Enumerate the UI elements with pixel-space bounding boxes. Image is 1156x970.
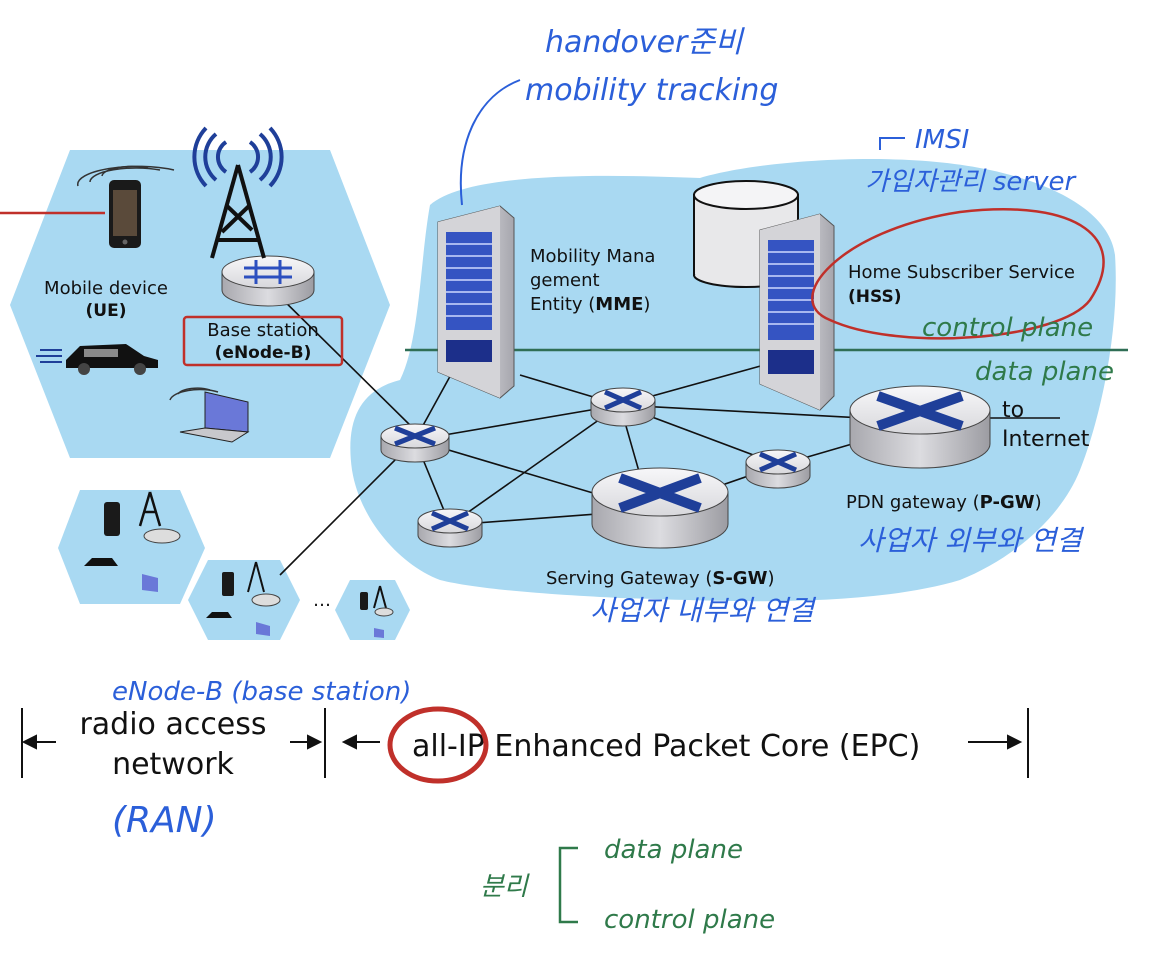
router-enodeb [221, 255, 315, 307]
phone-waves-icon [77, 165, 175, 187]
epc-cloud [350, 158, 1116, 602]
hss-server-icon [759, 213, 835, 411]
small-cell-1-icons [84, 491, 181, 592]
mme-label-3: Entity (MME) [530, 294, 650, 315]
enodeb-highlight-box [182, 315, 344, 367]
router-core-2 [417, 508, 483, 548]
note-split-bracket [558, 846, 578, 924]
note-mme-1: handover준비 [545, 25, 745, 60]
hss-red-circle [811, 208, 1105, 340]
note-imsi: IMSI [915, 125, 969, 155]
pgw-label: PDN gateway (P-GW) [846, 492, 1042, 513]
note-split-data: data plane [604, 835, 743, 865]
mme-server-icon [437, 205, 515, 399]
router-sgw [591, 467, 729, 549]
epc-label: all-IP Enhanced Packet Core (EPC) [412, 729, 920, 764]
enb-abbr: (eNode-B) [215, 343, 312, 363]
note-mme-pointer [459, 79, 521, 206]
ran-cell-small-2 [188, 560, 300, 640]
note-sgw: 사업자 내부와 연결 [590, 594, 817, 627]
hss-abbr: (HSS) [848, 287, 902, 307]
note-pgw: 사업자 외부와 연결 [858, 524, 1085, 557]
all-ip-red-circle [387, 706, 489, 784]
antenna-tower-icon [210, 164, 266, 259]
small-cell-2-icons [206, 561, 281, 636]
note-data-plane: data plane [975, 357, 1114, 387]
ran-label-2: network [112, 747, 234, 782]
enb-label: Base station [207, 320, 319, 341]
note-imsi-bracket [879, 137, 905, 150]
router-core-4 [745, 449, 811, 489]
span-markers [21, 708, 1029, 778]
router-core-1 [380, 423, 450, 463]
ellipsis-label: … [313, 590, 331, 611]
note-ran: (RAN) [112, 800, 217, 841]
ran-cell-small-3 [335, 580, 410, 640]
note-enodeb: eNode-B (base station) [112, 677, 411, 707]
note-hss: 가입자관리 server [865, 167, 1077, 197]
note-mme-2: mobility tracking [525, 73, 778, 108]
car-icon [36, 344, 158, 375]
note-split-control: control plane [604, 905, 775, 935]
phone-icon [109, 180, 141, 248]
internet-label: Internet [1002, 427, 1090, 452]
to-label: to [1002, 398, 1024, 423]
note-control-plane: control plane [922, 313, 1093, 343]
small-cell-3-icons [360, 585, 394, 638]
router-core-3 [590, 387, 656, 427]
mme-label-2: gement [530, 270, 600, 291]
router-pgw [849, 385, 991, 469]
note-split: 분리 [480, 872, 530, 902]
database-icon [693, 180, 799, 288]
radio-waves-icon [192, 126, 284, 188]
ue-label: Mobile device [44, 278, 168, 299]
ran-cell-small-1 [58, 490, 205, 604]
ran-label-1: radio access [79, 707, 266, 742]
sgw-label: Serving Gateway (S-GW) [546, 568, 774, 589]
hss-label: Home Subscriber Service [848, 262, 1075, 283]
mme-label-1: Mobility Mana [530, 246, 655, 267]
laptop-icon [169, 387, 250, 443]
ran-cell-main [10, 150, 390, 458]
ue-abbr: (UE) [86, 301, 127, 321]
